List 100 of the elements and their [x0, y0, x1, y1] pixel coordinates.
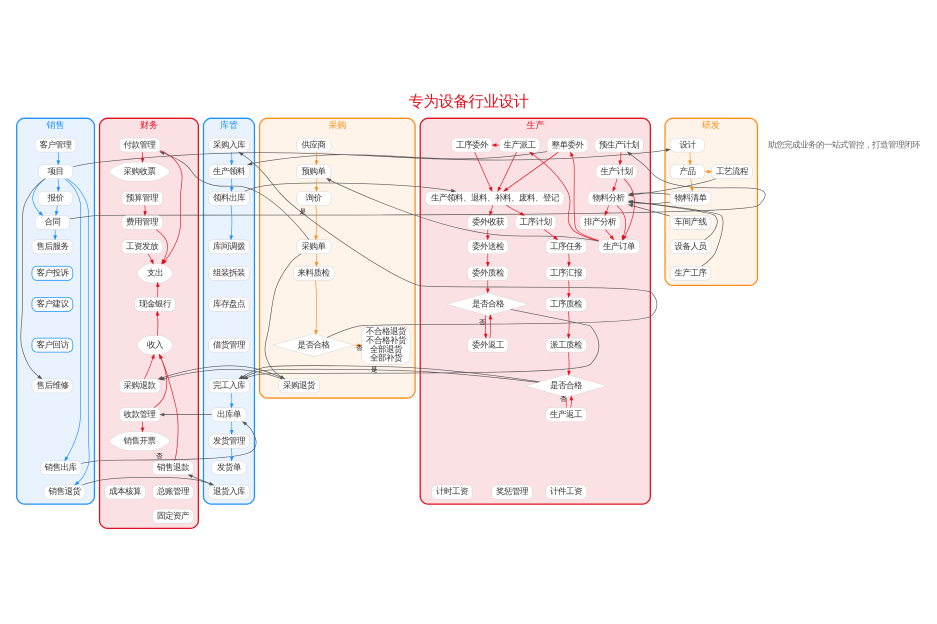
node-box: 生产返工 [545, 406, 587, 422]
arrow [314, 151, 318, 166]
node-box: 预生产计划 [594, 137, 644, 152]
node-box: 客户回访 [32, 337, 74, 352]
node-box: 完工入库 [208, 378, 250, 393]
arrow [80, 420, 256, 464]
node-box: 客户投诉 [32, 265, 74, 280]
node-ellipse: 支出 [136, 262, 174, 283]
arrow [567, 351, 571, 376]
node-box: 销售出库 [40, 460, 82, 475]
arrow [143, 204, 147, 216]
node-box: 成本核算 [104, 484, 146, 499]
arrow [544, 228, 558, 240]
arrow [230, 204, 234, 240]
arrow [690, 178, 694, 192]
label: 助您完成业务的一站式管控，打造管理闭环 [768, 138, 920, 149]
node-box: 委外收获 [467, 214, 508, 230]
arrow [144, 353, 154, 379]
node-box: 现金银行 [134, 296, 176, 312]
node-box: 合同 [34, 214, 70, 230]
node-box: 计件工资 [545, 484, 587, 499]
node-box: 库存盘点 [208, 296, 250, 312]
node-box: 采购入库 [208, 137, 250, 152]
arrow [140, 420, 144, 432]
arrow [230, 151, 234, 166]
arrow [148, 252, 154, 264]
node-box: 生产计划 [596, 164, 638, 179]
node-box: 物料分析 [588, 190, 629, 206]
node-box: 计时工资 [431, 484, 473, 499]
arrow [230, 392, 234, 408]
arrow [628, 204, 670, 216]
node-box: 工序计划 [514, 214, 556, 230]
arrow [506, 204, 525, 216]
arrow [314, 204, 318, 240]
arrow [64, 178, 81, 462]
node-box: 报价 [38, 190, 74, 206]
diagram-title: 专为设备行业设计 [408, 92, 528, 110]
node-box: 费用管理 [122, 214, 163, 230]
node-box: 售后服务 [32, 238, 74, 254]
arrow [688, 151, 692, 166]
node-box: 客户建议 [32, 296, 74, 312]
node-box: 派工质检 [545, 337, 587, 352]
arrow [567, 280, 571, 298]
node-box: 退货入库 [208, 484, 250, 499]
node-box: 工艺流程 [711, 164, 753, 179]
arrow [567, 310, 571, 339]
node-box: 奖惩管理 [491, 484, 533, 499]
node-box: 生产订单 [598, 238, 640, 254]
arrow [20, 178, 46, 379]
node-box: 物料清单 [670, 190, 712, 206]
arrow [159, 412, 212, 416]
node-box: 工资发放 [122, 238, 163, 254]
connector [566, 396, 567, 408]
node-box: 付款管理 [119, 137, 160, 152]
arrow [498, 152, 517, 192]
arrow [156, 310, 160, 336]
arrow [326, 178, 599, 241]
node-box: 客户管理 [34, 137, 76, 152]
arrow [156, 281, 160, 298]
node-box: 工序汇报 [545, 265, 587, 280]
node-box: 委外送检 [467, 238, 508, 254]
arrow [489, 204, 494, 216]
node-box: 发货单 [211, 460, 246, 475]
node-box: 生产派工 [498, 137, 540, 152]
node-box: 产品 [670, 164, 705, 179]
node-box: 售后维修 [32, 378, 74, 393]
arrow [570, 150, 599, 240]
arrow [474, 152, 492, 192]
arrow [605, 228, 614, 240]
node-box: 不合格退货 不合格补货 全部退货 全部补货 [361, 325, 410, 364]
arrow [488, 314, 492, 338]
node-diamond: 是否合格 [272, 332, 356, 356]
node-box: 车间产线 [670, 214, 712, 230]
arrow [314, 252, 318, 267]
node-box: 预算管理 [122, 190, 163, 206]
node-box: 询价 [296, 190, 332, 206]
arrow [230, 420, 234, 435]
arrow [314, 178, 318, 192]
arrow [72, 148, 671, 167]
node-ellipse: 采购收票 [110, 161, 170, 181]
node-box: 供应商 [296, 137, 332, 152]
node-box: 出库单 [211, 406, 246, 422]
node-box: 销售退货 [44, 484, 86, 499]
arrow [618, 151, 622, 166]
node-box: 总账管理 [152, 484, 194, 499]
node-box: 采购退货 [278, 378, 320, 393]
node-box: 库间调拨 [208, 238, 250, 254]
arrow [66, 178, 90, 486]
node-ellipse: 收入 [136, 334, 174, 354]
arrow [314, 280, 318, 335]
node-box: 采购单 [296, 238, 332, 254]
node-box: 发货管理 [208, 433, 250, 448]
arrow [159, 151, 310, 240]
node-box: 项目 [38, 164, 74, 179]
node-box: 设备人员 [670, 238, 712, 254]
arrow [53, 228, 58, 240]
node-diamond: 是否合格 [446, 292, 530, 316]
node-box: 采购退款 [119, 378, 160, 393]
node-box: 生产领料、退料、补料、废料、登记 [425, 190, 564, 206]
node-box: 借货管理 [208, 337, 250, 352]
